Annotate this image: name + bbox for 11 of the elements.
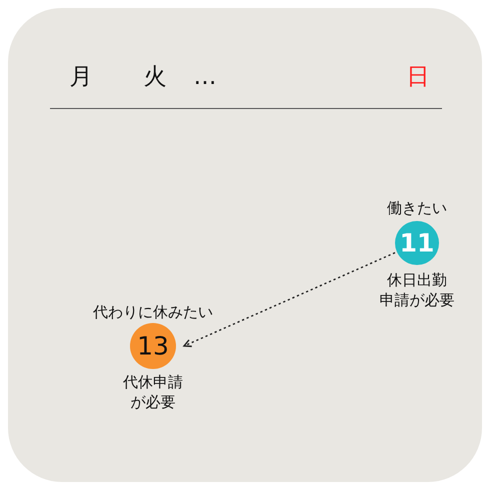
dotted-arrow: [183, 252, 396, 348]
weekday-label: 月: [70, 63, 92, 91]
weekday-label: 火: [144, 63, 166, 91]
date-number: 11: [400, 230, 434, 256]
note-text: 休日出勤申請が必要: [380, 270, 454, 310]
weekday-label: 日: [406, 63, 430, 91]
note-text: 代休申請が必要: [123, 372, 183, 412]
ellipsis-label: …: [194, 63, 216, 91]
caption-text: 代わりに休みたい: [93, 303, 213, 321]
date-number: 13: [137, 334, 169, 358]
caption-text: 働きたい: [387, 199, 447, 217]
